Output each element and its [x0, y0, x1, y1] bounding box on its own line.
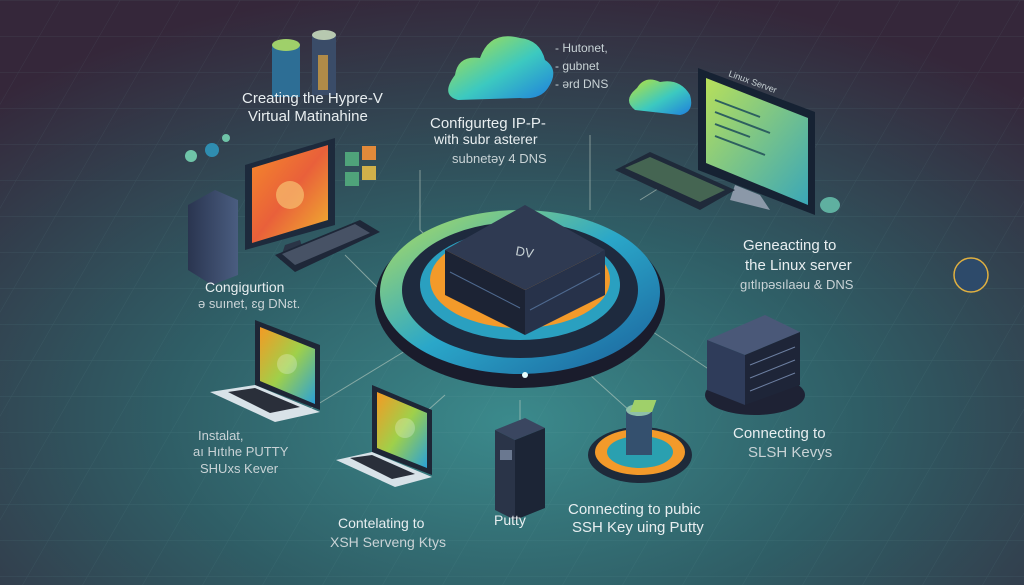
svg-text:gıtlıpəsılaəu & DNS: gıtlıpəsılaəu & DNS	[740, 277, 854, 292]
svg-text:Geneacting to: Geneacting to	[743, 237, 836, 254]
key-cylinder-platform-icon	[588, 404, 692, 483]
svg-text:XSH Serveng Ktys: XSH Serveng Ktys	[330, 534, 446, 550]
label-slsh: Connecting to SLSH Kevys	[733, 425, 832, 461]
svg-text:aı Hıtıhe PUTTY: aı Hıtıhe PUTTY	[193, 444, 289, 459]
svg-text:subnetəy 4 DNS: subnetəy 4 DNS	[452, 151, 547, 166]
label-hyperv: Creating the Hypre-V Virtual Matinahine	[242, 90, 383, 125]
label-contelating: Contelating to XSH Serveng Ktys	[330, 515, 446, 550]
svg-text:Configurteg IP-P-: Configurteg IP-P-	[430, 115, 546, 132]
orb-icon	[953, 257, 989, 293]
svg-text:Instalat,: Instalat,	[198, 428, 244, 443]
svg-text:SLSH Kevys: SLSH Kevys	[748, 444, 832, 461]
cloud-small-icon	[628, 79, 692, 115]
laptop-icon	[210, 320, 320, 422]
label-putty: Putty	[494, 512, 526, 528]
server-box-tag: DV	[514, 243, 535, 261]
svg-text:the Linux server: the Linux server	[745, 257, 852, 274]
label-cloud-list: - Hutonet, - gubnet - ərd DNS	[555, 41, 608, 91]
svg-text:- gubnet: - gubnet	[555, 59, 600, 73]
svg-text:Congigurtion: Congigurtion	[205, 279, 284, 295]
desktop-computer-icon	[188, 138, 380, 285]
svg-text:with subr asterer: with subr asterer	[433, 131, 538, 147]
svg-text:- ərd DNS: - ərd DNS	[555, 77, 608, 91]
label-public-key: Connecting to pubic SSH Key uing Putty	[568, 501, 704, 536]
cloud-icon	[448, 36, 554, 100]
svg-text:- Hutonet,: - Hutonet,	[555, 41, 608, 55]
svg-text:SHUxs Kever: SHUxs Kever	[200, 461, 279, 476]
svg-text:SSH Key uing Putty: SSH Key uing Putty	[572, 519, 704, 536]
svg-text:Contelating to: Contelating to	[338, 515, 425, 531]
central-server-box-icon: DV	[445, 205, 605, 335]
app-icons-row	[185, 134, 230, 162]
svg-text:Virtual Matinahine: Virtual Matinahine	[248, 108, 368, 125]
label-install: Instalat, aı Hıtıhe PUTTY SHUxs Kever	[193, 428, 289, 476]
label-config-ip: Configurteg IP-P- with subr asterer subn…	[430, 115, 547, 166]
database-cylinders-icon	[272, 30, 336, 97]
linux-server-monitor-icon	[615, 68, 840, 215]
label-gen-linux: Geneacting to the Linux server gıtlıpəsı…	[740, 237, 854, 292]
svg-text:Connecting to pubic: Connecting to pubic	[568, 501, 701, 518]
server-rack-icon	[630, 315, 805, 415]
label-config-subnet: Congigurtion ə suınet, ɛg DNɛt.	[198, 279, 300, 311]
svg-text:ə suınet, ɛg DNɛt.: ə suınet, ɛg DNɛt.	[198, 296, 300, 311]
svg-text:Creating the Hypre-V: Creating the Hypre-V	[242, 90, 383, 107]
putty-tower-icon	[495, 418, 545, 520]
svg-text:Connecting to: Connecting to	[733, 425, 826, 442]
laptop-icon-2	[336, 385, 432, 487]
